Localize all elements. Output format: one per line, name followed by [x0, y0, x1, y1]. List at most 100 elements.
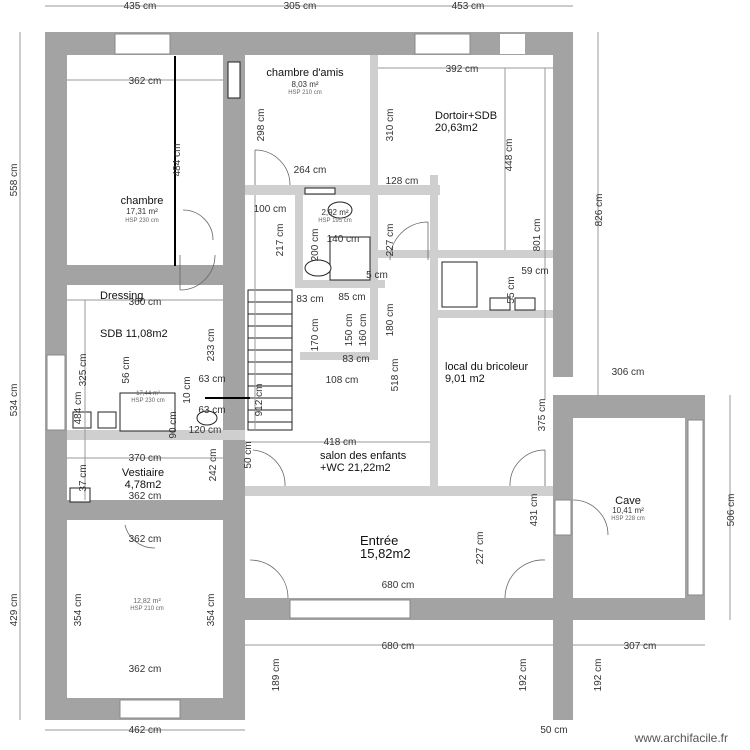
room-hsp: HSP 195 cm	[318, 218, 352, 224]
room-name: salon des enfants	[320, 450, 407, 462]
room-area: +WC 21,22m2	[320, 462, 391, 474]
shower	[119, 392, 176, 432]
dim: 826 cm	[594, 194, 605, 227]
dim: 55 cm	[506, 276, 517, 303]
dim: 305 cm	[284, 1, 317, 12]
dim: 140 cm	[327, 234, 360, 245]
dim: 484 cm	[73, 392, 84, 425]
dim: 85 cm	[338, 292, 365, 303]
dim: 128 cm	[386, 176, 419, 187]
dim: 298 cm	[256, 109, 267, 142]
dim: 170 cm	[310, 319, 321, 352]
room-hsp: HSP 210 cm	[288, 90, 322, 96]
room-area: 15,82m2	[360, 546, 411, 561]
fixtures	[69, 61, 536, 503]
windows	[46, 33, 704, 719]
dim: 50 cm	[243, 441, 254, 468]
dim: 83 cm	[342, 354, 369, 365]
dim: 680 cm	[382, 580, 415, 591]
dimension-labels: 435 cm 305 cm 453 cm 362 cm 392 cm 298 c…	[9, 1, 737, 736]
dim: 484 cm	[172, 144, 183, 177]
dim: 462 cm	[129, 725, 162, 736]
dim: 431 cm	[529, 494, 540, 527]
room-area: SDB 11,08m2	[100, 328, 168, 340]
dim: 325 cm	[78, 354, 89, 387]
dim: 360 cm	[129, 297, 162, 308]
dim: 354 cm	[206, 594, 217, 627]
dim: 418 cm	[324, 437, 357, 448]
dim: 192 cm	[518, 659, 529, 692]
dim: 83 cm	[296, 294, 323, 305]
room-name: Dressing	[100, 290, 143, 302]
dim: 233 cm	[206, 329, 217, 362]
room-name: local du bricoleur	[445, 361, 528, 373]
dim: 370 cm	[129, 453, 162, 464]
dim: 227 cm	[385, 224, 396, 257]
room-area: 12,82 m²	[133, 598, 161, 605]
dim: 362 cm	[129, 491, 162, 502]
room-area: 20,63m2	[435, 122, 478, 134]
shower	[441, 261, 478, 308]
room-area: 2,92 m²	[321, 208, 348, 217]
room-area: 9,01 m2	[445, 373, 485, 385]
room-name: Entrée	[360, 533, 398, 548]
dim: 59 cm	[521, 266, 548, 277]
partitions	[67, 55, 553, 496]
dim: 435 cm	[124, 1, 157, 12]
room-hsp: HSP 228 cm	[611, 516, 645, 522]
dim: 180 cm	[385, 304, 396, 337]
dim: 375 cm	[537, 399, 548, 432]
dim: 120 cm	[189, 425, 222, 436]
room-name: chambre d'amis	[266, 67, 344, 79]
room-area: 10,41 m²	[612, 506, 644, 515]
dim: 558 cm	[9, 164, 20, 197]
dim: 518 cm	[390, 359, 401, 392]
dim: 429 cm	[9, 594, 20, 627]
dim: 10 cm	[182, 376, 193, 403]
dim: 5 cm	[366, 270, 388, 281]
dim: 534 cm	[9, 384, 20, 417]
dim: 56 cm	[121, 356, 132, 383]
dim: 189 cm	[271, 659, 282, 692]
dim: 160 cm	[358, 314, 369, 347]
dim: 264 cm	[294, 165, 327, 176]
room-labels: chambre 17,31 m² HSP 230 cm chambre d'am…	[100, 67, 645, 612]
dim: 227 cm	[475, 532, 486, 565]
room-hsp: HSP 230 cm	[125, 218, 159, 224]
dim: 150 cm	[344, 314, 355, 347]
room-hsp: HSP 230 cm	[131, 398, 165, 404]
dim: 354 cm	[73, 594, 84, 627]
dim: 100 cm	[254, 204, 287, 215]
dim: 217 cm	[275, 224, 286, 257]
dim: 307 cm	[624, 641, 657, 652]
dim: 506 cm	[726, 494, 737, 527]
dim: 912 cm	[254, 384, 265, 417]
room-area: 8,03 m²	[291, 80, 318, 89]
watermark: www.archifacile.fr	[634, 731, 728, 745]
dim: 37 cm	[78, 464, 89, 491]
room-area: 4,78m2	[125, 479, 162, 491]
doors[interactable]	[124, 149, 609, 599]
dim: 108 cm	[326, 375, 359, 386]
dim: 63 cm	[198, 405, 225, 416]
dim: 453 cm	[452, 1, 485, 12]
room-name: Dortoir+SDB	[435, 110, 497, 122]
dim: 448 cm	[504, 139, 515, 172]
dim: 90 cm	[168, 411, 179, 438]
room-name: Cave	[615, 495, 641, 507]
dim: 200 cm	[310, 229, 321, 262]
dim: 242 cm	[208, 449, 219, 482]
dim: 362 cm	[129, 534, 162, 545]
room-area: 17,31 m²	[126, 207, 158, 216]
room-hsp: HSP 210 cm	[130, 606, 164, 612]
room-name: chambre	[121, 195, 164, 207]
dim: 50 cm	[540, 725, 567, 736]
dimension-lines	[19, 5, 731, 731]
dim: 362 cm	[129, 76, 162, 87]
room-name: Vestiaire	[122, 467, 164, 479]
dim: 310 cm	[385, 109, 396, 142]
dim: 680 cm	[382, 641, 415, 652]
shower	[329, 236, 371, 281]
dim: 392 cm	[446, 64, 479, 75]
dim: 63 cm	[198, 374, 225, 385]
